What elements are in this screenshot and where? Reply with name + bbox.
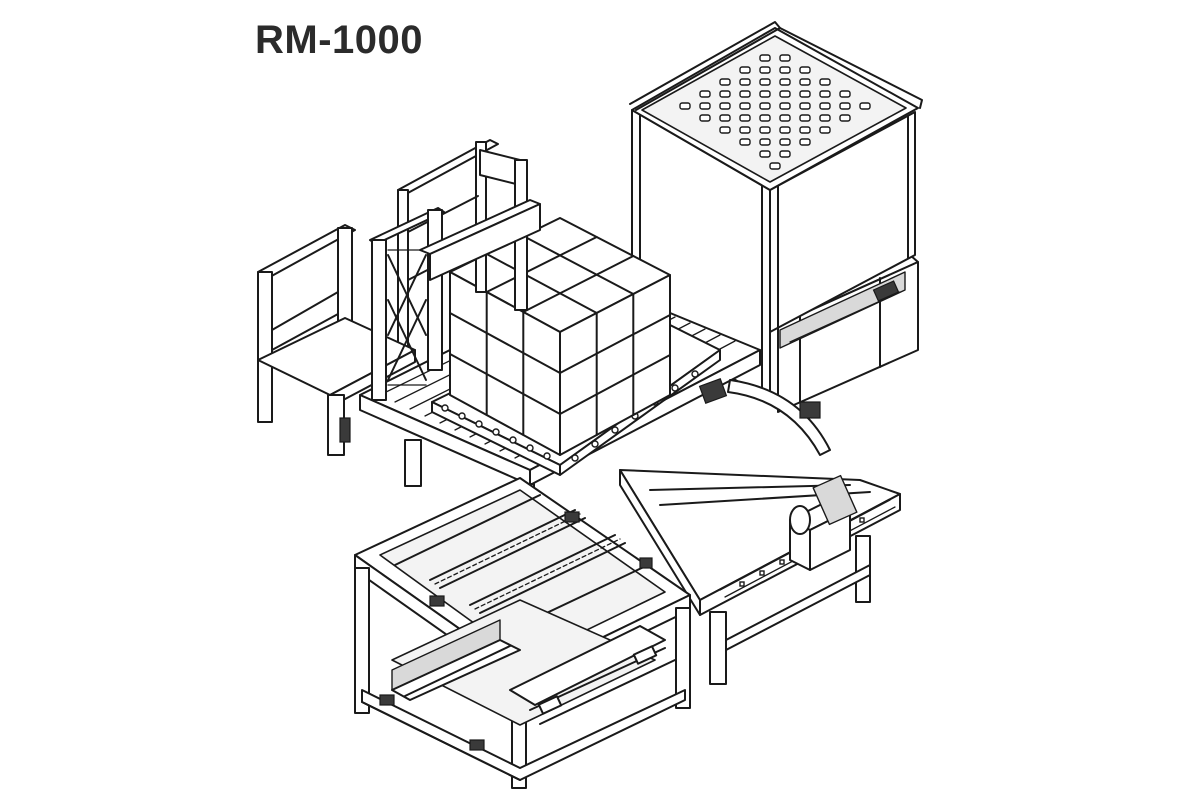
model-title: RM-1000 — [255, 18, 424, 62]
outfeed-conveyor — [619, 378, 901, 685]
dispenser-top-holes — [679, 54, 871, 170]
scissor-mechanism — [387, 249, 427, 386]
transfer-cart — [354, 477, 691, 789]
load-cube — [449, 217, 671, 456]
drive-motor — [789, 474, 858, 571]
chain-rails — [429, 509, 626, 614]
pusher-cylinders — [537, 645, 658, 715]
slip-sheet-dispenser — [629, 21, 923, 413]
pallet-holes — [441, 370, 699, 462]
left-clamp-frame — [257, 139, 541, 456]
